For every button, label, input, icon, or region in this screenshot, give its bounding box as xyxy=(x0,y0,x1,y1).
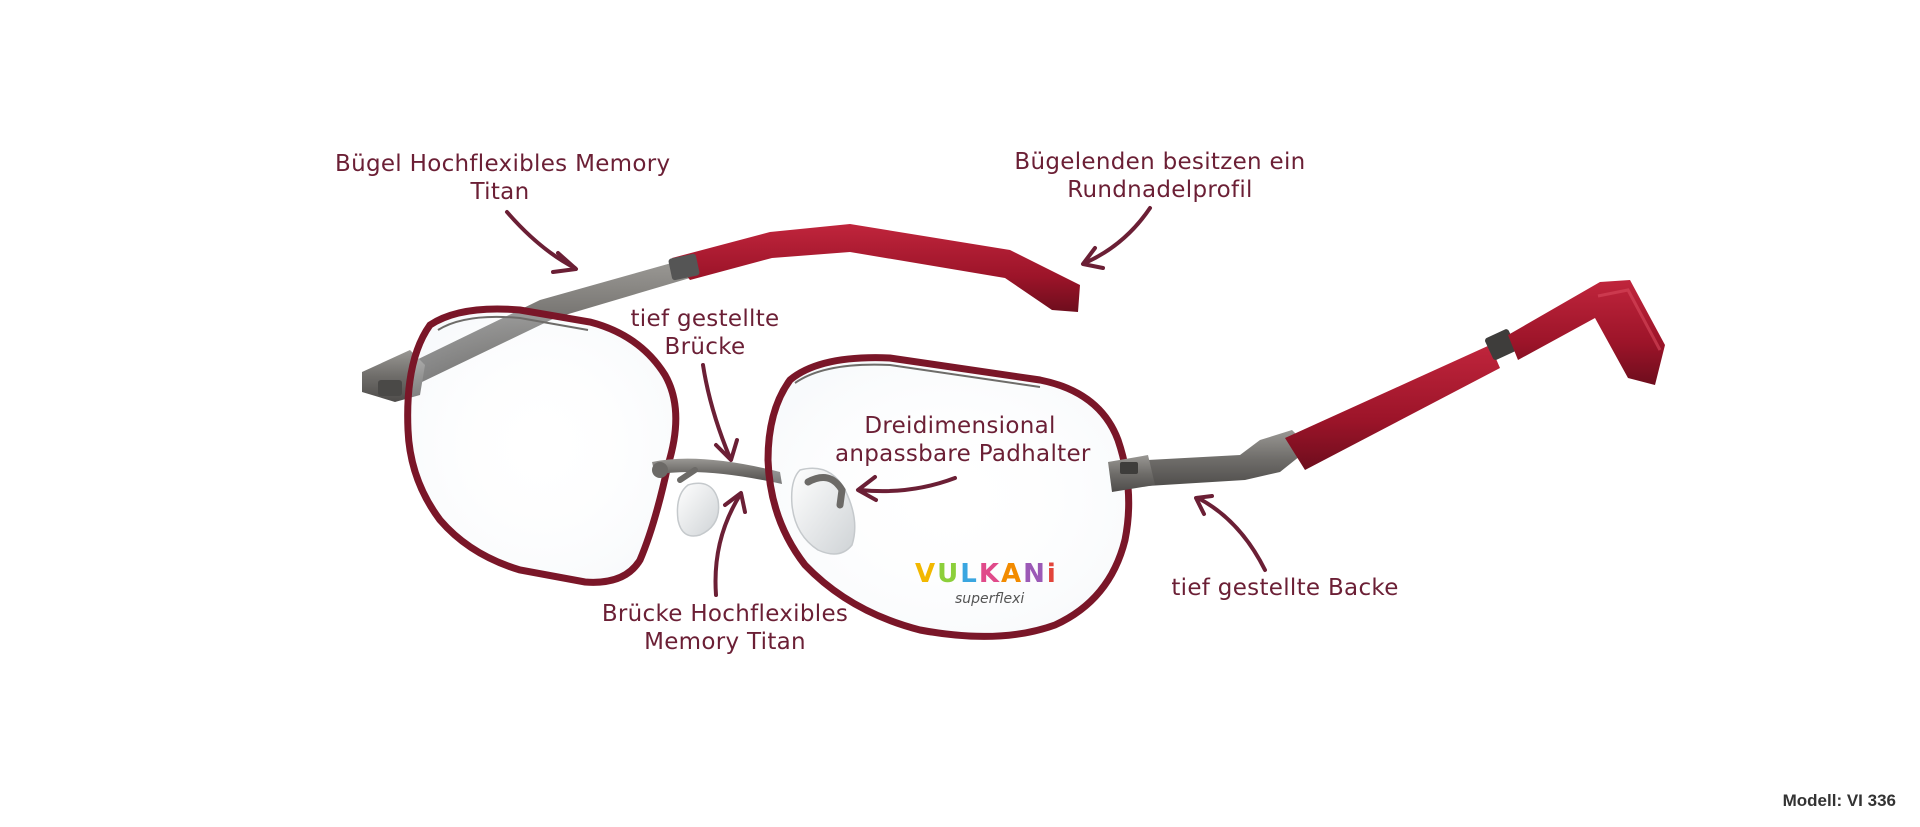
arrow-pad-holder xyxy=(856,475,957,502)
right-lens xyxy=(764,354,1133,640)
annotation-temple-ends-line2: Rundnadelprofil xyxy=(1067,177,1253,203)
svg-text:superflexi: superflexi xyxy=(955,591,1024,607)
nose-pad-left xyxy=(676,467,720,537)
annotation-low-bridge-line2: Brücke xyxy=(664,334,746,360)
annotation-end-piece: tief gestellte Backe xyxy=(1150,574,1420,602)
annotation-bridge-material: Brücke Hochflexibles Memory Titan xyxy=(590,600,860,656)
annotation-arrows xyxy=(505,206,1267,597)
arrow-low-bridge xyxy=(701,363,739,462)
nose-pad-right xyxy=(790,467,856,555)
annotation-temple-ends: Bügelenden besitzen ein Rundnadelprofil xyxy=(1010,148,1310,204)
annotation-bridge-material-line2: Memory Titan xyxy=(644,629,806,655)
annotation-temple-line2: Titan xyxy=(470,179,530,205)
left-lens xyxy=(404,305,680,586)
right-end-piece xyxy=(1108,455,1155,492)
annotation-pad-holder: Dreidimensional anpassbare Padhalter xyxy=(835,412,1091,468)
arrow-temple-ends xyxy=(1081,206,1152,270)
annotation-temple-ends-line1: Bügelenden besitzen ein xyxy=(1014,149,1306,175)
annotation-low-bridge-line1: tief gestellte xyxy=(630,306,780,332)
brand-logo: VULKANi superflexi xyxy=(915,559,1058,607)
svg-text:VULKANi: VULKANi xyxy=(915,559,1058,589)
annotation-end-piece-line1: tief gestellte Backe xyxy=(1171,575,1399,601)
bridge xyxy=(652,458,782,484)
annotation-pad-holder-line1: Dreidimensional xyxy=(864,413,1056,439)
annotation-bridge-material-line1: Brücke Hochflexibles xyxy=(601,601,849,627)
annotation-low-bridge: tief gestellte Brücke xyxy=(600,305,810,361)
annotation-temple: Bügel Hochflexibles Memory Titan xyxy=(335,150,671,206)
model-label: Modell: VI 336 xyxy=(1782,791,1896,810)
right-temple xyxy=(1112,280,1665,488)
annotation-pad-holder-line2: anpassbare Padhalter xyxy=(835,441,1091,467)
arrow-end-piece xyxy=(1194,494,1267,572)
arrow-bridge-material xyxy=(713,491,747,597)
arrow-temple xyxy=(505,210,578,274)
annotation-temple-line1: Bügel Hochflexibles Memory xyxy=(335,151,671,177)
